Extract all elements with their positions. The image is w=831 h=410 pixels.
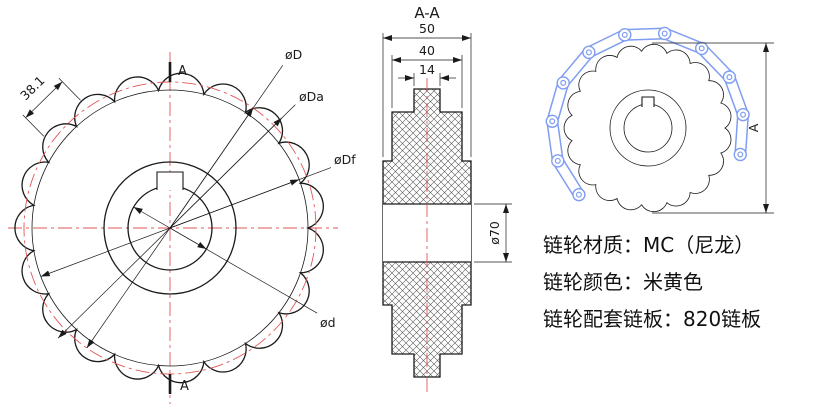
dim-label-bore: ød — [320, 315, 336, 330]
keyway — [156, 171, 184, 190]
dim-rim-width: 40 — [391, 43, 463, 108]
dim-label-outer: øD — [285, 47, 302, 62]
chain-pin — [698, 45, 705, 52]
note-chain-plate: 链轮配套链板：820链板 — [543, 307, 762, 331]
dim-label-rim-width: 40 — [419, 43, 435, 58]
dim-pitch-diameter: øD — [86, 47, 302, 349]
extension-line — [58, 77, 81, 101]
chain — [545, 26, 750, 202]
note-material: 链轮材质：MC（尼龙） — [543, 233, 755, 257]
chain-pin — [726, 74, 733, 81]
side-bore-circle — [623, 103, 673, 153]
dim-label-bore-dia: ø70 — [487, 221, 502, 245]
dim-label-root: øDf — [334, 152, 356, 167]
section-letter-top: A — [178, 64, 187, 79]
dim-total-width: 50 — [382, 21, 472, 157]
chain-pin — [740, 111, 747, 118]
hub-circle — [103, 161, 237, 295]
dim-chain-pitch: 38.1 — [17, 73, 81, 137]
dim-label-tooth-width: 14 — [419, 62, 435, 77]
dim-tip-diameter: øDa — [57, 89, 324, 339]
dim-label-tip: øDa — [299, 89, 324, 104]
chain-pin — [554, 157, 561, 164]
dim-line — [169, 117, 283, 229]
section-title: A-A — [414, 4, 440, 22]
sprocket-teeth-outline — [14, 72, 324, 384]
chain-pin — [621, 31, 628, 38]
dim-line — [169, 107, 254, 229]
dim-line — [169, 179, 300, 229]
dim-outer-height: A — [652, 42, 774, 214]
chain-pin — [549, 118, 556, 125]
dim-line — [133, 206, 318, 314]
dim-root-diameter: øDf — [40, 152, 356, 277]
front-view: øD øDa øDf ød 38.1 A A — [8, 47, 356, 404]
chain-pin — [575, 191, 582, 198]
side-view: A — [545, 26, 774, 214]
dim-tooth-width: 14 — [398, 62, 456, 86]
dim-line — [25, 81, 63, 119]
side-keyway — [641, 96, 655, 107]
section-markers: A A — [168, 62, 189, 394]
dim-bore-dia: ø70 — [474, 203, 512, 263]
section-letter-bottom: A — [180, 379, 189, 394]
side-sprocket-outline — [563, 43, 732, 213]
dim-label-outer-height: A — [746, 123, 761, 132]
dim-label-total-width: 50 — [419, 21, 435, 36]
note-color: 链轮颜色：米黄色 — [543, 270, 703, 294]
dim-bore-diameter: ød — [133, 206, 336, 330]
chain-pin — [560, 79, 567, 86]
chain-pin — [585, 49, 592, 56]
side-hub-circle — [609, 89, 687, 167]
section-view: A-A 50 40 14 ø70 — [382, 4, 512, 392]
dim-line — [169, 227, 207, 250]
chain-pin — [661, 30, 668, 37]
root-circle — [31, 89, 309, 367]
dim-label-pitch: 38.1 — [17, 73, 47, 103]
extension-line — [22, 114, 45, 137]
chain-pin — [737, 151, 744, 158]
notes-block: 链轮材质：MC（尼龙） 链轮颜色：米黄色 链轮配套链板：820链板 — [543, 227, 761, 338]
